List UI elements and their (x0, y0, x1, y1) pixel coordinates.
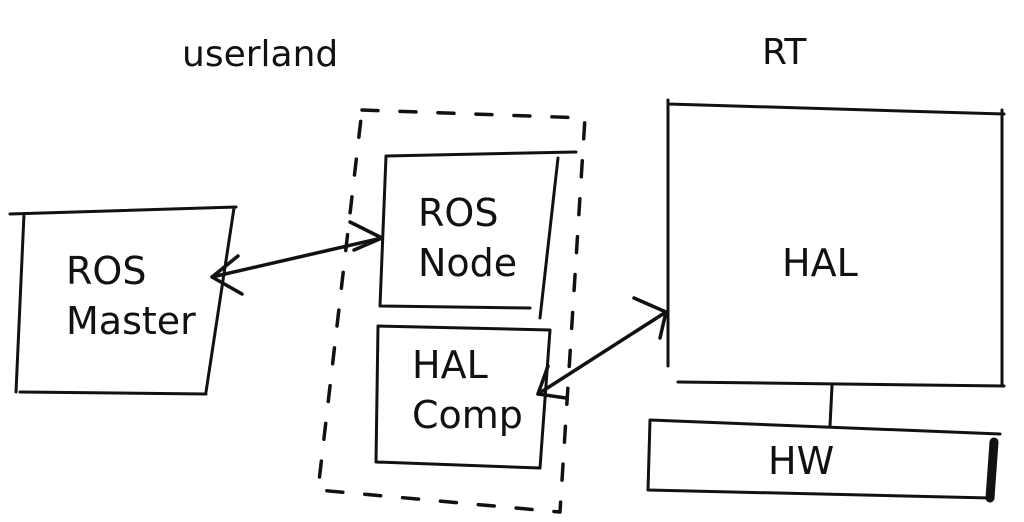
hal-box: HAL (666, 98, 1006, 388)
ros-node-label-line1: ROS (418, 191, 498, 235)
master-node-arrow (210, 220, 384, 296)
userland-heading: userland (182, 34, 338, 75)
hal-comp-label-line1: HAL (412, 343, 488, 387)
ros-master-label-line1: ROS (66, 249, 146, 293)
hal-hw-connector (828, 384, 834, 428)
ros-master-label-line2: Master (66, 299, 196, 343)
hal-comp-label-line2: Comp (412, 393, 523, 437)
ros-master-box: ROS Master (8, 205, 238, 396)
hal-comp-box: HAL Comp (374, 324, 552, 470)
rt-heading: RT (762, 32, 807, 73)
userland-container (316, 108, 587, 514)
ros-node-box: ROS Node (378, 150, 578, 320)
halcomp-hal-arrow (536, 296, 668, 400)
hw-label: HW (768, 439, 834, 483)
hw-box: HW (646, 418, 1002, 503)
hal-label: HAL (782, 241, 858, 285)
ros-node-label-line2: Node (418, 241, 517, 285)
